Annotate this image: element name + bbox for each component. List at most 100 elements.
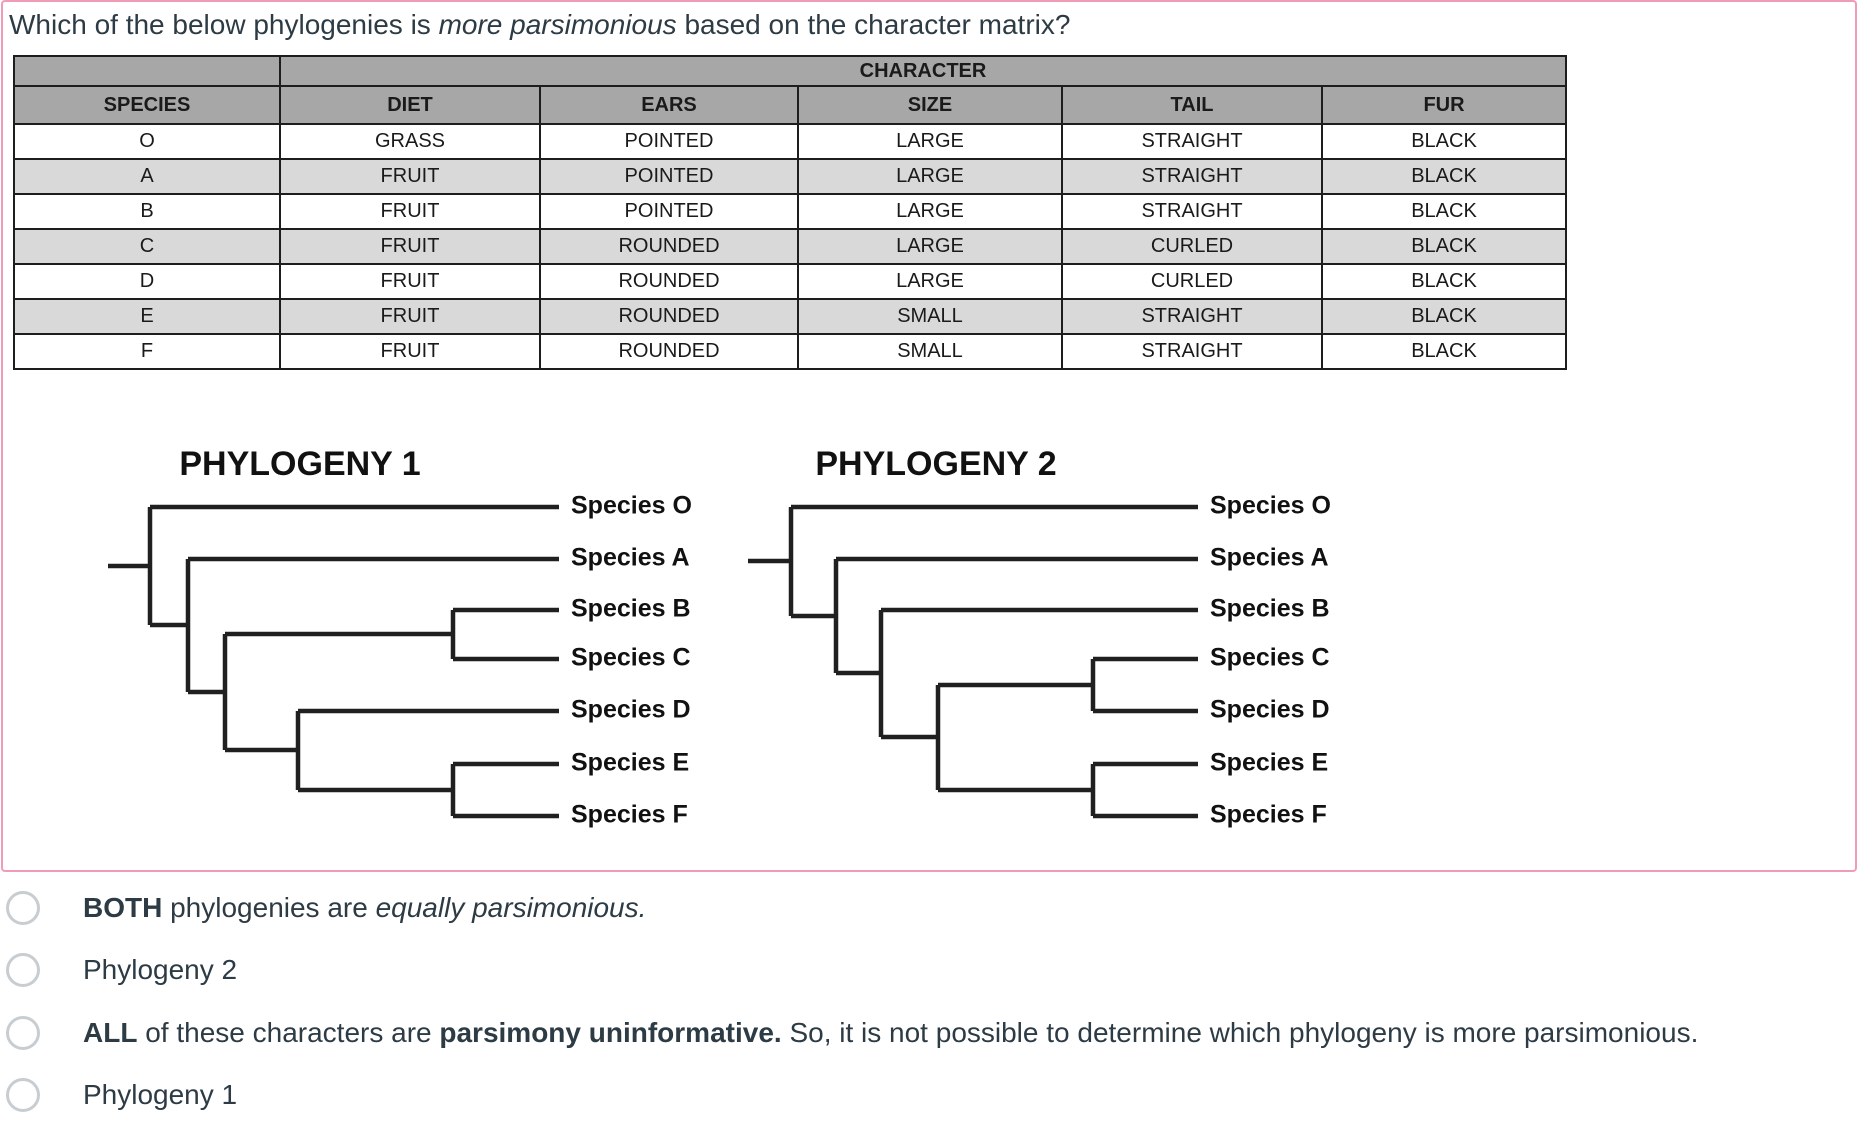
- table-cell: LARGE: [797, 263, 1063, 300]
- table-cell: D: [13, 263, 281, 300]
- table-cell: POINTED: [539, 193, 799, 230]
- species-label: Species E: [571, 748, 690, 777]
- corner-cell: [13, 55, 281, 87]
- radio-button-option-1[interactable]: [6, 891, 40, 925]
- species-label: Species C: [1210, 643, 1330, 672]
- table-cell: BLACK: [1321, 228, 1567, 265]
- species-label: Species O: [571, 491, 692, 520]
- column-header: TAIL: [1061, 85, 1323, 125]
- table-cell: FRUIT: [279, 228, 541, 265]
- phylogeny2-tree-lines: [748, 504, 1198, 819]
- table-cell: LARGE: [797, 228, 1063, 265]
- table-cell: GRASS: [279, 123, 541, 160]
- table-cell: BLACK: [1321, 263, 1567, 300]
- radio-button-option-4[interactable]: [6, 1078, 40, 1112]
- table-cell: FRUIT: [279, 298, 541, 335]
- table-cell: F: [13, 333, 281, 370]
- text-segment: Phylogeny 1: [83, 1079, 238, 1110]
- option-2-label: Phylogeny 2: [83, 950, 237, 990]
- table-cell: LARGE: [797, 158, 1063, 195]
- table-cell: LARGE: [797, 193, 1063, 230]
- species-label: Species A: [571, 543, 690, 572]
- text-segment: parsimony uninformative.: [439, 1017, 782, 1048]
- question-text: Which of the below phylogenies is more p…: [9, 8, 1070, 42]
- table-cell: CURLED: [1061, 228, 1323, 265]
- table-cell: STRAIGHT: [1061, 333, 1323, 370]
- species-label: Species D: [1210, 695, 1330, 724]
- radio-button-option-2[interactable]: [6, 953, 40, 987]
- species-label: Species B: [571, 594, 691, 623]
- phylogeny1-tree-lines: [108, 504, 559, 819]
- table-cell: ROUNDED: [539, 333, 799, 370]
- table-cell: FRUIT: [279, 333, 541, 370]
- table-cell: STRAIGHT: [1061, 193, 1323, 230]
- text-segment: ALL: [83, 1017, 138, 1048]
- phylogeny1-title: PHYLOGENY 1: [179, 445, 421, 483]
- text-segment: of these characters are: [137, 1017, 440, 1048]
- phylogeny2-title: PHYLOGENY 2: [815, 445, 1057, 483]
- column-header: SPECIES: [13, 85, 281, 125]
- text-segment: more parsimonious: [438, 9, 677, 40]
- table-cell: POINTED: [539, 123, 799, 160]
- species-label: Species O: [1210, 491, 1331, 520]
- table-cell: POINTED: [539, 158, 799, 195]
- table-cell: LARGE: [797, 123, 1063, 160]
- option-1-label: BOTH phylogenies are equally parsimoniou…: [83, 888, 646, 928]
- text-segment: based on the character matrix?: [676, 9, 1071, 40]
- answer-option-3[interactable]: ALL of these characters are parsimony un…: [6, 1013, 1698, 1053]
- text-segment: equally parsimonious.: [375, 892, 647, 923]
- table-cell: FRUIT: [279, 263, 541, 300]
- text-segment: Which of the below phylogenies is: [9, 9, 439, 40]
- column-header: FUR: [1321, 85, 1567, 125]
- table-cell: SMALL: [797, 333, 1063, 370]
- answer-option-4[interactable]: Phylogeny 1: [6, 1075, 237, 1115]
- table-cell: BLACK: [1321, 333, 1567, 370]
- column-header: EARS: [539, 85, 799, 125]
- text-segment: phylogenies are: [162, 892, 376, 923]
- option-4-label: Phylogeny 1: [83, 1075, 237, 1115]
- table-cell: SMALL: [797, 298, 1063, 335]
- table-cell: STRAIGHT: [1061, 298, 1323, 335]
- table-cell: BLACK: [1321, 298, 1567, 335]
- table-cell: BLACK: [1321, 193, 1567, 230]
- species-label: Species A: [1210, 543, 1329, 572]
- species-label: Species E: [1210, 748, 1329, 777]
- table-cell: BLACK: [1321, 123, 1567, 160]
- table-cell: BLACK: [1321, 158, 1567, 195]
- table-cell: C: [13, 228, 281, 265]
- table-cell: FRUIT: [279, 193, 541, 230]
- answer-option-1[interactable]: BOTH phylogenies are equally parsimoniou…: [6, 888, 646, 928]
- column-header: DIET: [279, 85, 541, 125]
- table-cell: FRUIT: [279, 158, 541, 195]
- species-label: Species B: [1210, 594, 1330, 623]
- table-cell: CURLED: [1061, 263, 1323, 300]
- text-segment: Phylogeny 2: [83, 954, 238, 985]
- text-segment: BOTH: [83, 892, 163, 923]
- species-label: Species D: [571, 695, 691, 724]
- table-cell: ROUNDED: [539, 298, 799, 335]
- table-cell: ROUNDED: [539, 228, 799, 265]
- answer-option-2[interactable]: Phylogeny 2: [6, 950, 237, 990]
- character-group-header: CHARACTER: [279, 55, 1567, 87]
- table-cell: STRAIGHT: [1061, 158, 1323, 195]
- species-label: Species C: [571, 643, 691, 672]
- table-cell: B: [13, 193, 281, 230]
- table-cell: A: [13, 158, 281, 195]
- radio-button-option-3[interactable]: [6, 1016, 40, 1050]
- table-cell: ROUNDED: [539, 263, 799, 300]
- species-label: Species F: [571, 800, 688, 829]
- table-cell: O: [13, 123, 281, 160]
- table-cell: STRAIGHT: [1061, 123, 1323, 160]
- column-header: SIZE: [797, 85, 1063, 125]
- species-label: Species F: [1210, 800, 1327, 829]
- option-3-label: ALL of these characters are parsimony un…: [83, 1013, 1698, 1053]
